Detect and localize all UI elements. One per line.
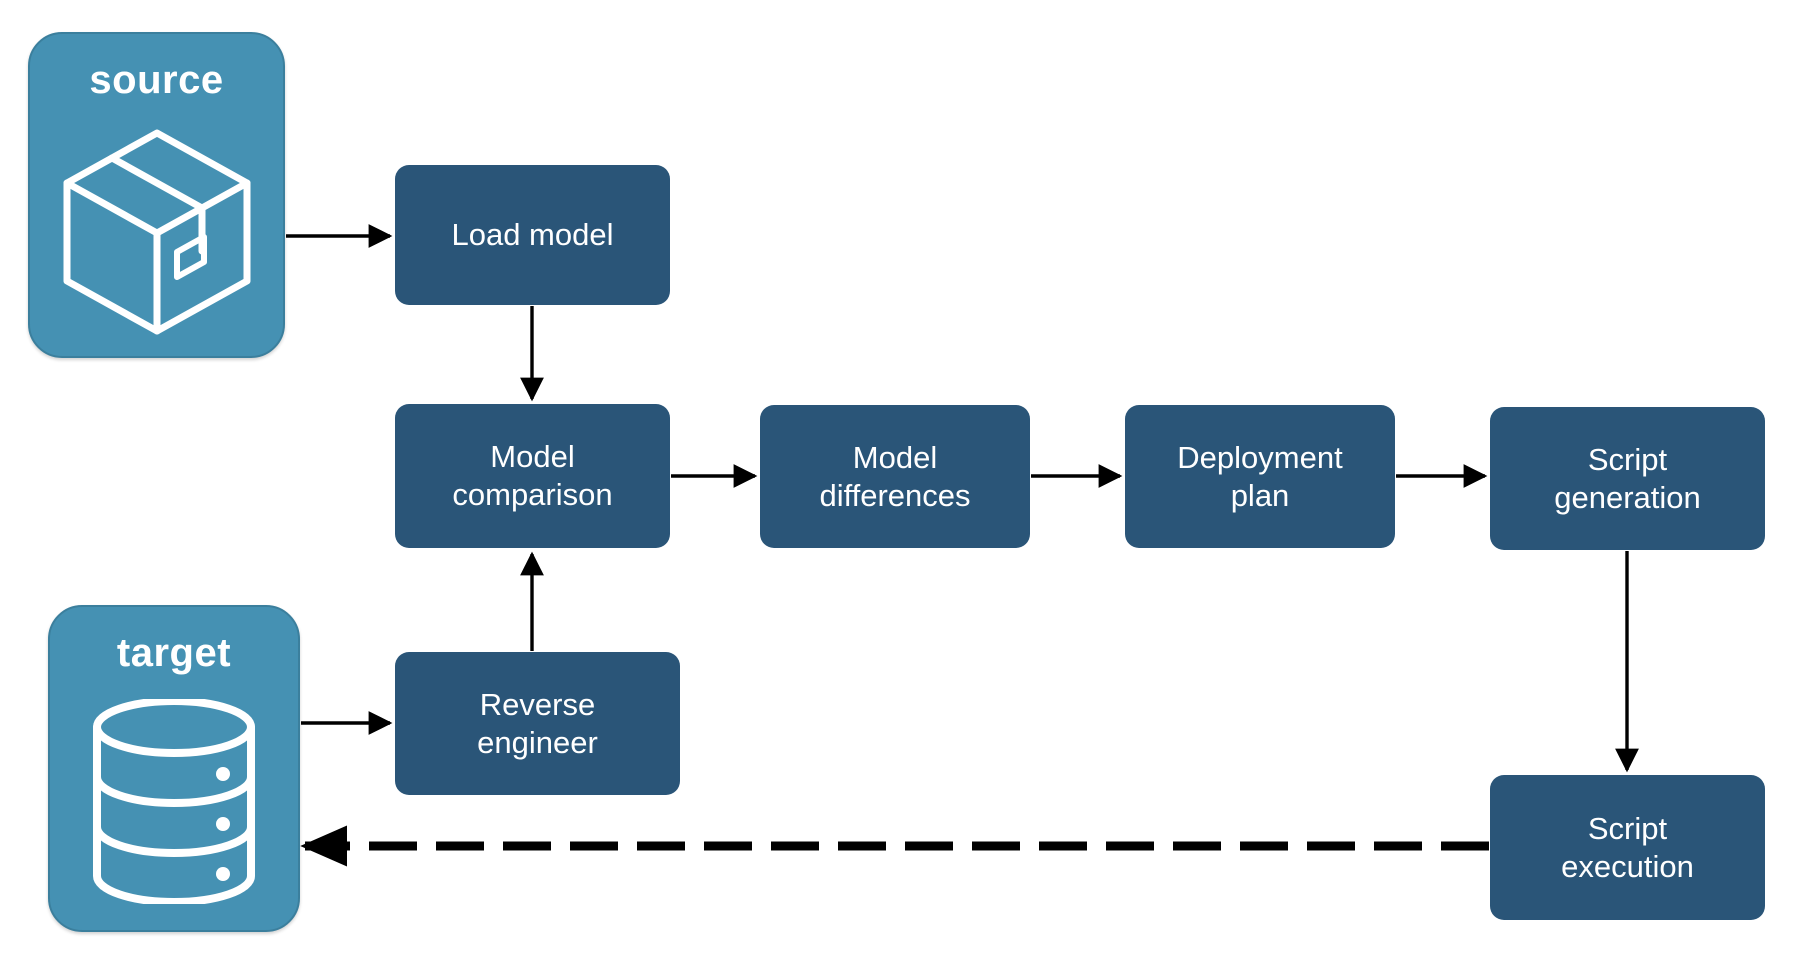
endpoint-label-source: source bbox=[89, 58, 224, 102]
process-box-deployment-plan[interactable]: Deployment plan bbox=[1125, 405, 1395, 548]
process-box-reverse-engineer[interactable]: Reverse engineer bbox=[395, 652, 680, 795]
endpoint-label-target: target bbox=[116, 631, 232, 675]
database-cylinder-icon bbox=[50, 673, 298, 930]
process-box-load-model[interactable]: Load model bbox=[395, 165, 670, 305]
package-box-icon bbox=[30, 100, 283, 356]
endpoint-card-source[interactable]: source bbox=[28, 32, 285, 358]
process-box-script-execution[interactable]: Script execution bbox=[1490, 775, 1765, 920]
process-box-model-comparison[interactable]: Model comparison bbox=[395, 404, 670, 548]
process-box-model-differences[interactable]: Model differences bbox=[760, 405, 1030, 548]
process-box-script-generation[interactable]: Script generation bbox=[1490, 407, 1765, 550]
endpoint-card-target[interactable]: target bbox=[48, 605, 300, 932]
